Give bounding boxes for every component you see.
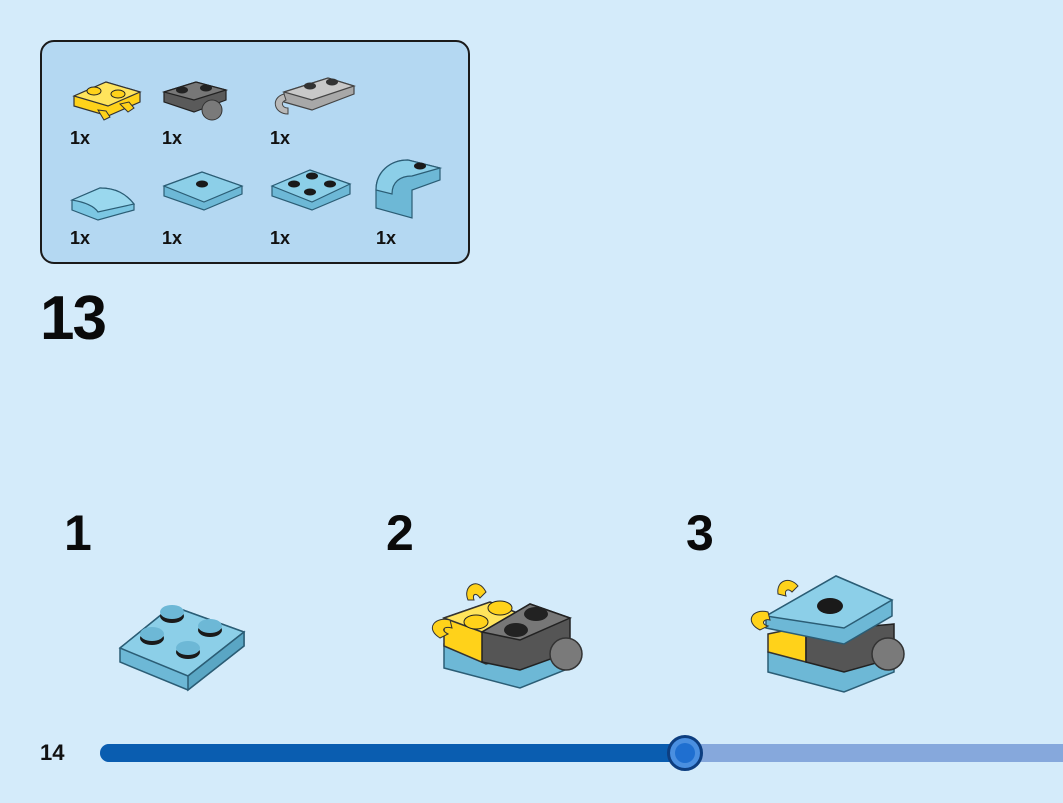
- parts-list-box: 1x 1x 1x 1x 1x: [40, 40, 470, 264]
- curved-brick-stud-icon: [372, 154, 444, 224]
- part-qty-4: 1x: [70, 228, 91, 248]
- sub-step-3-number: 3: [686, 505, 714, 561]
- part-qty-7: 1x: [376, 228, 397, 248]
- part-qty-1: 1x: [70, 128, 91, 148]
- progress-knob-icon: [667, 735, 703, 771]
- dark-gray-plate-ball-icon: [160, 70, 240, 126]
- jumper-plate-2x2-icon: [160, 166, 246, 222]
- part-qty-6: 1x: [270, 228, 291, 248]
- yellow-plate-clips-icon: [70, 70, 150, 126]
- step-3-model: [744, 572, 914, 701]
- part-qty-2: 1x: [162, 128, 183, 148]
- step-1-model: [116, 600, 248, 701]
- sub-step-2-number: 2: [386, 505, 414, 561]
- progress-bar-fill: [100, 744, 685, 762]
- step-2-model: [420, 574, 590, 699]
- progress-bar-track: [100, 744, 1063, 762]
- light-gray-plate-clip-icon: [268, 66, 358, 126]
- plate-2x2-icon: [268, 162, 354, 222]
- curved-slope-tile-icon: [68, 180, 138, 226]
- sub-step-1-number: 1: [64, 505, 92, 561]
- page-number: 14: [40, 740, 65, 765]
- part-qty-5: 1x: [162, 228, 183, 248]
- part-qty-3: 1x: [270, 128, 291, 148]
- main-step-number: 13: [40, 284, 107, 353]
